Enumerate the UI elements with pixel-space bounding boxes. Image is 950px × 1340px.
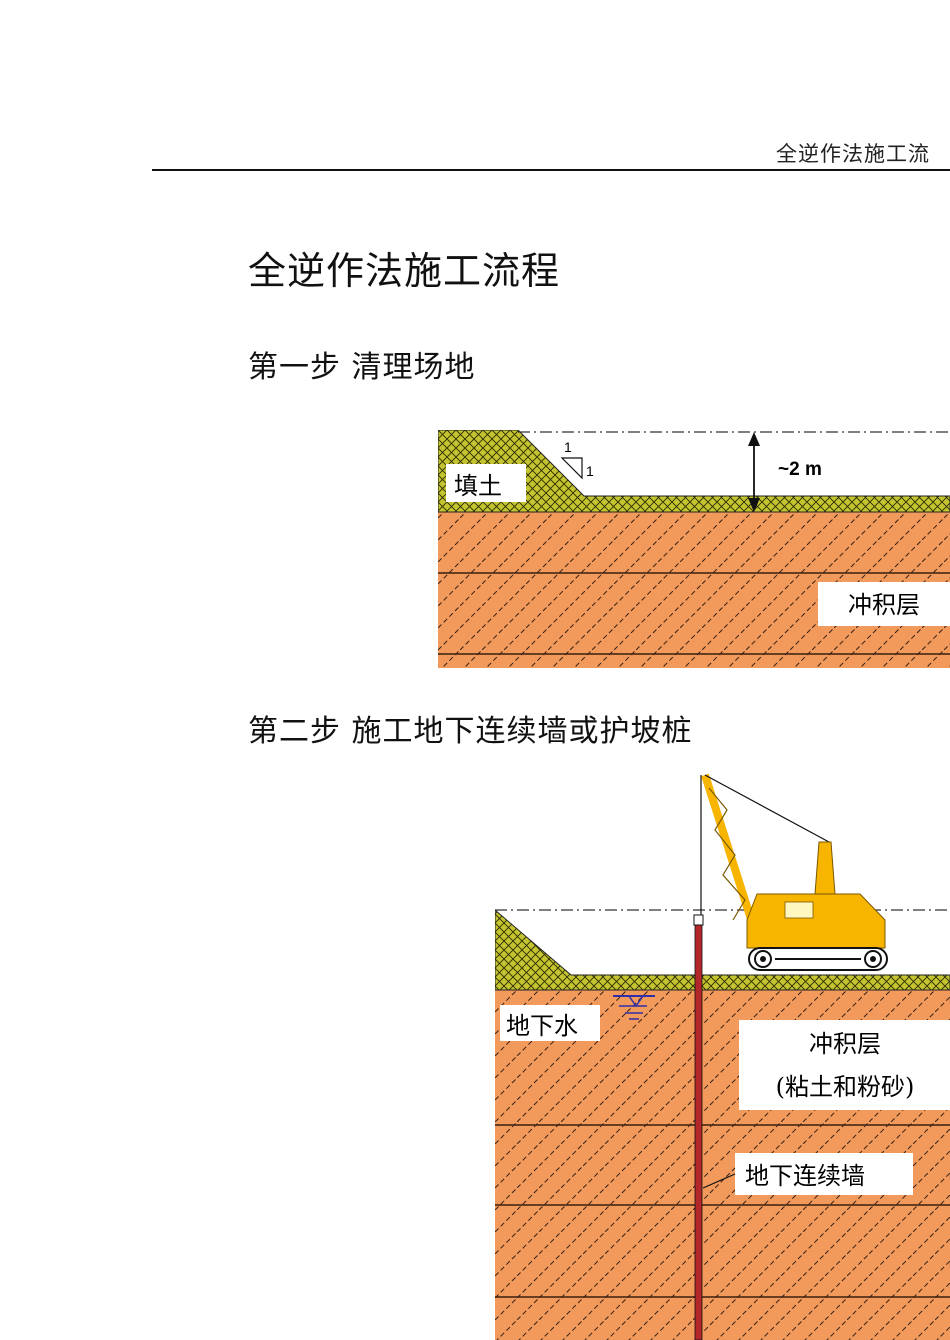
site-clearing-diagram: 1 1 ~2 m 填土 冲积层 xyxy=(438,430,950,668)
diaphragm-wall-diagram: 地下水 冲积层 (粘土和粉砂) 地下连续墙 xyxy=(495,773,950,1340)
crawler-crane xyxy=(700,773,888,971)
alluvium-label-box xyxy=(818,582,950,626)
fill-soil-layer xyxy=(495,909,950,991)
alluvium-sublabel: (粘土和粉砂) xyxy=(776,1073,915,1101)
step-2-figure: 地下水 冲积层 (粘土和粉砂) 地下连续墙 xyxy=(495,770,950,1340)
running-header: 全逆作法施工流 xyxy=(776,142,930,166)
wall-label-box xyxy=(735,1153,913,1195)
wall-leader-line xyxy=(702,1173,736,1189)
slope-run: 1 xyxy=(586,463,594,479)
diaphragm-wall xyxy=(694,917,703,1340)
alluvium-label: 冲积层 xyxy=(809,1030,881,1058)
slope-rise: 1 xyxy=(564,439,572,455)
alluvium-label-box xyxy=(739,1020,950,1110)
fill-label-box xyxy=(446,464,526,502)
fill-soil-layer xyxy=(438,430,950,513)
slope-ratio-icon: 1 1 xyxy=(560,439,594,480)
header-rule xyxy=(152,169,950,171)
groundwater-label: 地下水 xyxy=(506,1012,578,1040)
excavation-depth-label: ~2 m xyxy=(778,459,822,480)
diaphragm-wall-label: 地下连续墙 xyxy=(745,1162,865,1190)
depth-arrow xyxy=(748,432,760,512)
step-1-figure: 1 1 ~2 m 填土 冲积层 xyxy=(438,430,950,668)
step-2-heading: 第二步 施工地下连续墙或护坡桩 xyxy=(248,714,693,749)
document-title: 全逆作法施工流程 xyxy=(248,249,561,293)
groundwater-label-box xyxy=(500,1005,600,1041)
groundwater-level-icon xyxy=(613,995,655,1020)
fill-soil-label: 填土 xyxy=(454,472,502,500)
alluvium-label: 冲积层 xyxy=(848,591,920,619)
step-1-heading: 第一步 清理场地 xyxy=(248,350,476,385)
